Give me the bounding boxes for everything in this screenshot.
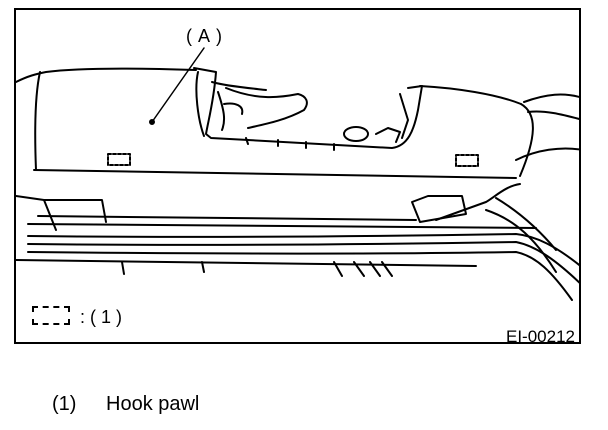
callout-a-dot	[149, 119, 155, 125]
figure-id: EI-00212	[506, 327, 575, 344]
caption: (1) Hook pawl	[52, 393, 199, 416]
hook-pawl-markers	[107, 153, 479, 167]
handle-recess	[193, 67, 423, 151]
diagram-drawing	[16, 47, 579, 301]
diagram-frame: ( A ) : ( 1 ) EI-00212	[14, 8, 581, 344]
trim-panel-outline	[16, 67, 579, 179]
lower-body-structure	[16, 183, 579, 301]
callout-a-leader	[151, 47, 205, 123]
hook-pawl-location-symbol	[32, 306, 70, 325]
legend-text: : ( 1 )	[80, 307, 123, 327]
caption-number: (1)	[52, 393, 77, 415]
caption-text: Hook pawl	[106, 393, 200, 415]
callout-label-a: ( A )	[186, 26, 224, 46]
